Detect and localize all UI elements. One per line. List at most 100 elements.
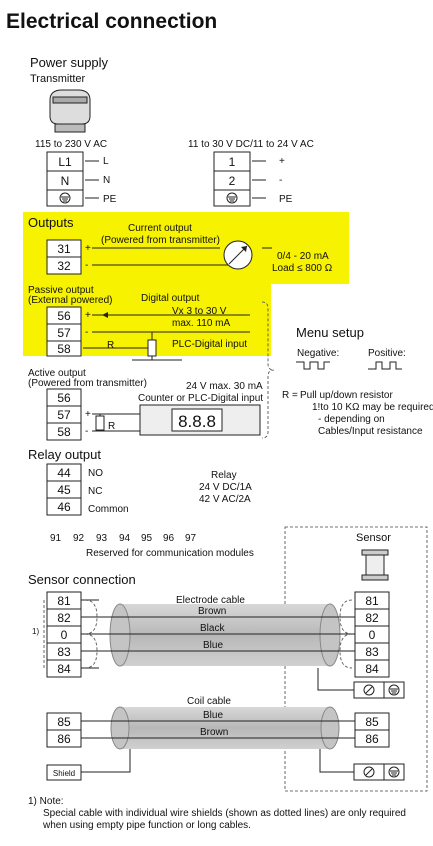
coil-left-terminal-block: 85 86 — [46, 712, 82, 748]
resistor-note-1: Pull up/down resistor — [300, 390, 393, 401]
footnote-mark: 1) — [32, 627, 39, 636]
counter-display-icon: 8.8.8 — [139, 404, 261, 436]
plc-label: PLC-Digital input — [172, 339, 247, 350]
svg-text:82: 82 — [57, 611, 71, 625]
current-range: 0/4 - 20 mA — [277, 251, 329, 262]
svg-text:97: 97 — [185, 533, 197, 544]
vx-label: Vx 3 to 30 V — [172, 306, 227, 317]
note-line-2: when using empty pipe function or long c… — [42, 820, 251, 831]
ammeter-icon — [223, 240, 253, 270]
electrode-cable-label: Electrode cable — [176, 595, 245, 606]
counter-label: Counter or PLC-Digital input — [138, 393, 263, 404]
electrode-wires — [81, 599, 355, 669]
svg-text:86: 86 — [365, 732, 379, 746]
svg-text:95: 95 — [141, 533, 153, 544]
menu-negative: Negative: — [297, 348, 339, 359]
wire-black: Black — [200, 623, 225, 634]
svg-text:94: 94 — [119, 533, 131, 544]
active-voltage: 24 V max. 30 mA — [186, 381, 263, 392]
transmitter-icon — [49, 89, 91, 133]
terminal-l1: L1 — [58, 155, 72, 169]
svg-text:96: 96 — [163, 533, 175, 544]
coil-wire-brown: Brown — [200, 727, 228, 738]
svg-text:32: 32 — [57, 259, 71, 273]
page-title: Electrical connection — [6, 10, 217, 33]
power-heading: Power supply — [30, 55, 109, 70]
resistor-note-3: - depending on — [318, 414, 385, 425]
menu-heading: Menu setup — [296, 325, 364, 340]
note-head: 1) Note: — [28, 796, 64, 807]
svg-text:-: - — [85, 260, 88, 271]
coil-wire-blue: Blue — [203, 710, 223, 721]
resistor-note-2: 1!to 10 KΩ may be required — [312, 402, 433, 413]
svg-text:PE: PE — [279, 194, 293, 205]
svg-text:+: + — [85, 243, 91, 254]
svg-text:91: 91 — [50, 533, 62, 544]
svg-text:81: 81 — [57, 594, 71, 608]
svg-text:-: - — [85, 426, 88, 437]
terminal-2: 2 — [229, 174, 236, 188]
load-limit: Load ≤ 800 Ω — [272, 263, 333, 274]
comm-numbers: 91 92 93 94 95 96 97 — [50, 533, 197, 544]
svg-text:NO: NO — [88, 468, 103, 479]
svg-text:R: R — [108, 421, 115, 432]
svg-text:R =: R = — [282, 390, 298, 401]
dc-label: 11 to 30 V DC/11 to 24 V AC — [188, 139, 314, 150]
svg-text:57: 57 — [57, 408, 71, 422]
active-label: Active output — [28, 368, 86, 379]
svg-text:+: + — [279, 156, 285, 167]
relay-ac: 42 V AC/2A — [199, 494, 251, 505]
sensor-right-terminal-block: 81 82 0 83 84 — [354, 591, 390, 678]
svg-text:0: 0 — [61, 628, 68, 642]
sensor-icon — [361, 549, 389, 581]
svg-text:84: 84 — [57, 662, 71, 676]
sensor-left-terminal-block: 81 82 0 83 84 — [46, 591, 82, 678]
ac-terminal-block: L1 N L N PE — [46, 151, 117, 207]
svg-text:82: 82 — [365, 611, 379, 625]
relay-heading: Relay output — [28, 447, 101, 462]
relay-label: Relay — [211, 470, 237, 481]
ground-terminal-1 — [353, 681, 405, 699]
outputs-heading: Outputs — [28, 215, 74, 230]
ground-terminal-2 — [353, 763, 405, 781]
wire-blue: Blue — [203, 640, 223, 651]
svg-text:L: L — [103, 156, 109, 167]
dc-terminal-block: 1 2 + - PE — [213, 151, 293, 207]
svg-text:81: 81 — [365, 594, 379, 608]
note-line-1: Special cable with individual wire shiel… — [43, 808, 406, 819]
svg-text:+: + — [85, 310, 91, 321]
max-current-label: max. 110 mA — [172, 318, 230, 329]
active-terminal-block: 56 57 58 + - — [46, 388, 140, 441]
svg-text:46: 46 — [57, 500, 71, 514]
svg-text:85: 85 — [57, 715, 71, 729]
comm-reserved: Reserved for communication modules — [86, 548, 254, 559]
svg-text:83: 83 — [57, 645, 71, 659]
svg-text:58: 58 — [57, 425, 71, 439]
svg-text:93: 93 — [96, 533, 108, 544]
svg-text:84: 84 — [365, 662, 379, 676]
svg-text:31: 31 — [57, 242, 71, 256]
current-output-sub: (Powered from transmitter) — [101, 235, 220, 246]
svg-text:R: R — [107, 340, 114, 351]
resistor-note-4: Cables/Input resistance — [318, 426, 423, 437]
wire-brown: Brown — [198, 606, 226, 617]
svg-text:56: 56 — [57, 391, 71, 405]
svg-text:44: 44 — [57, 466, 71, 480]
current-output-label: Current output — [128, 223, 192, 234]
negative-pulse-icon — [296, 361, 330, 370]
shield-label: Shield — [53, 769, 75, 778]
terminal-1: 1 — [229, 155, 236, 169]
ac-label: 115 to 230 V AC — [35, 139, 107, 150]
svg-text:56: 56 — [57, 309, 71, 323]
svg-text:+: + — [85, 409, 91, 420]
relay-terminal-block: 44 45 46 — [46, 463, 82, 516]
relay-dc: 24 V DC/1A — [199, 482, 252, 493]
svg-text:N: N — [103, 175, 110, 186]
menu-positive: Positive: — [368, 348, 406, 359]
coil-cable-label: Coil cable — [187, 696, 231, 707]
passive-label: Passive output — [28, 285, 94, 296]
terminal-n: N — [61, 174, 70, 188]
passive-sub: (External powered) — [28, 295, 112, 306]
svg-text:57: 57 — [57, 326, 71, 340]
